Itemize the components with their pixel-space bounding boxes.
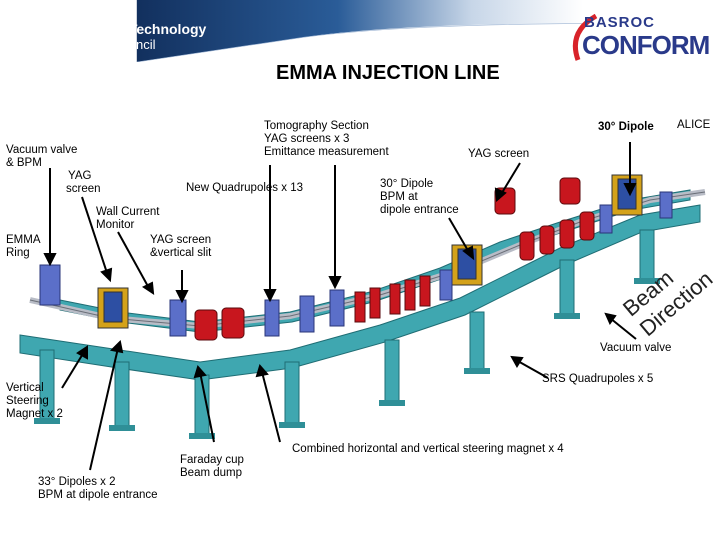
page-title: EMMA INJECTION LINE [276, 62, 500, 84]
org-name-line1: Science & Technology [58, 21, 207, 37]
vacuum-valve-bpm-line1: Vacuum valve [6, 144, 78, 156]
emma-ring-line1: EMMA [6, 234, 41, 246]
org-name: Science & Technology Facilities Council [58, 21, 207, 53]
emma-ring-line2: Ring [6, 247, 30, 259]
dipole30-mid-line1: 30° Dipole [380, 178, 434, 190]
vertical-steering-line2: Steering [6, 395, 49, 407]
partner-line2: CONFORM [582, 30, 710, 60]
dipoles33-label: 33° Dipoles x 2 BPM at dipole entrance [38, 476, 158, 502]
partner-line1: BASROC [584, 14, 656, 31]
vertical-steering-line1: Vertical [6, 382, 44, 394]
faraday-label: Faraday cup Beam dump [180, 454, 244, 480]
emma-ring-label: EMMA Ring [6, 234, 41, 260]
yag-slit-line1: YAG screen [150, 234, 212, 246]
alice-label: ALICE [677, 119, 711, 131]
yag-screen-left-label: YAG screen [66, 170, 101, 196]
vacuum-valve-right-label: Vacuum valve [600, 342, 672, 354]
header-band [136, 0, 584, 62]
dipoles33-line1: 33° Dipoles x 2 [38, 476, 116, 488]
yag-screen-left-line1: YAG [68, 170, 92, 182]
faraday-line2: Beam dump [180, 467, 243, 479]
yag-slit-line2: &vertical slit [150, 247, 212, 259]
tomography-line1: Tomography Section [264, 120, 369, 132]
vertical-steering-label: Vertical Steering Magnet x 2 [6, 382, 63, 421]
vertical-steering-line3: Magnet x 2 [6, 408, 63, 420]
dipoles33-line2: BPM at dipole entrance [38, 489, 158, 501]
basroc-conform-logo: BASROC CONFORM [566, 14, 710, 66]
wall-current-line2: Monitor [96, 219, 135, 231]
wall-current-line1: Wall Current [96, 206, 160, 218]
yag-slit-label: YAG screen &vertical slit [150, 234, 211, 260]
srs-quads-label: SRS Quadrupoles x 5 [542, 373, 654, 385]
dipole30-top-label: 30° Dipole [598, 121, 654, 133]
yag-screen-left-line2: screen [66, 183, 101, 195]
tomography-line2: YAG screens x 3 [264, 133, 350, 145]
wall-current-label: Wall Current Monitor [96, 206, 159, 232]
yag-screen-top-label: YAG screen [468, 148, 530, 160]
new-quads-label: New Quadrupoles x 13 [186, 182, 303, 194]
tomography-label: Tomography Section YAG screens x 3 Emitt… [264, 120, 389, 159]
vacuum-valve-bpm-label: Vacuum valve & BPM [6, 144, 77, 170]
org-name-line2: Facilities Council [58, 37, 156, 52]
dipole30-mid-line2: BPM at [380, 191, 418, 203]
vacuum-valve-bpm-line2: & BPM [6, 157, 42, 169]
tomography-line3: Emittance measurement [264, 146, 389, 158]
swoosh-icon [572, 14, 598, 61]
dipole30-mid-line3: dipole entrance [380, 204, 459, 216]
dipole30-mid-label: 30° Dipole BPM at dipole entrance [380, 178, 459, 217]
faraday-line1: Faraday cup [180, 454, 244, 466]
combined-steering-label: Combined horizontal and vertical steerin… [292, 443, 564, 455]
stfc-logo-icon [12, 18, 50, 56]
